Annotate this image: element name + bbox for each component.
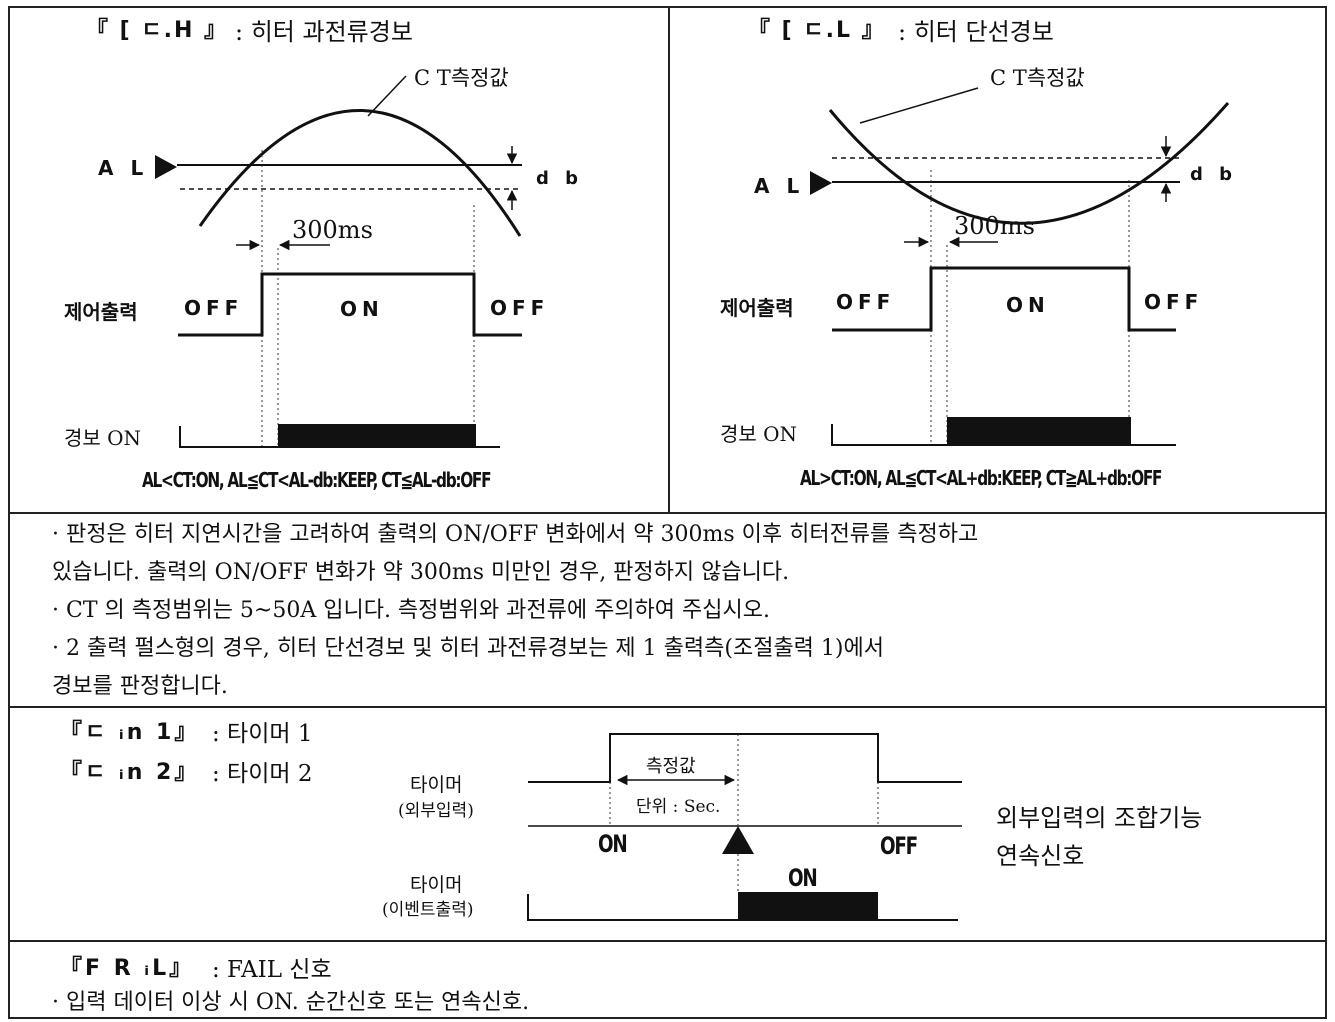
fail-code: 『F R ᵢL』 <box>60 956 195 981</box>
ct-l-diagram <box>810 87 1230 446</box>
fail-text: : FAIL 신호 <box>212 957 332 983</box>
ct-l-on-label: ON <box>1006 293 1050 317</box>
ct-l-off-right: OFF <box>1144 290 1204 314</box>
ct-l-curve-pointer <box>859 87 979 124</box>
timer-output-bar <box>738 892 878 920</box>
timer-setting-label: 측정값 <box>646 756 696 777</box>
timer-off-label: OFF <box>880 832 918 860</box>
ct-h-off-right: OFF <box>490 296 550 320</box>
ct-h-diagram <box>155 75 522 448</box>
note-line-2: 있습니다. 출력의 ON/OFF 변화가 약 300ms 미만인 경우, 판정하… <box>52 560 790 585</box>
ct-l-alarm-bar <box>947 417 1131 445</box>
timer-2-text: : 타이머 2 <box>212 761 313 787</box>
ct-h-title-code: 『 [ ㄷ.H 』 <box>86 18 229 43</box>
ct-l-output-waveform <box>832 266 1176 332</box>
timer-side-line-1: 외부입력의 조합기능 <box>996 804 1203 832</box>
note-line-3: · CT 의 측정범위는 5~50A 입니다. 측정범위와 과전류에 주의하여 … <box>52 598 770 623</box>
timer-trigger-arrow <box>722 826 754 854</box>
timer-on-label: ON <box>598 830 628 858</box>
timer-out-on-label: ON <box>788 864 818 892</box>
timer-1-code: 『ㄷ ᵢn 1』 <box>60 720 200 745</box>
timer-output-sub: (이벤트출력) <box>382 900 474 920</box>
ct-l-curve <box>828 102 1230 225</box>
ct-l-title-code: 『 [ ㄷ.L 』 <box>748 18 886 43</box>
ct-h-title-text: : 히터 과전류경보 <box>235 18 413 46</box>
timer-unit-label: 단위 : Sec. <box>636 797 721 817</box>
note-line-1: · 판정은 히터 지연시간을 고려하여 출력의 ON/OFF 변화에서 약 30… <box>52 522 979 547</box>
ct-l-al-label: A L <box>754 174 805 198</box>
ct-l-title-text: : 히터 단선경보 <box>898 18 1054 46</box>
divider-timer <box>8 706 1327 708</box>
ct-l-output-label: 제어출력 <box>720 296 794 320</box>
ct-h-formula: AL<CT:ON, AL≦CT<AL-db:KEEP, CT≦AL-db:OFF <box>142 468 492 492</box>
ct-h-output-waveform <box>178 272 522 337</box>
ct-l-formula: AL>CT:ON, AL≦CT<AL+db:KEEP, CT≧AL+db:OFF <box>800 466 1162 490</box>
timer-input-label: 타이머 <box>410 774 463 796</box>
timer-side-line-2: 연속신호 <box>996 842 1085 870</box>
timer-1-text: : 타이머 1 <box>212 721 313 747</box>
ct-l-alarm-label: 경보 ON <box>720 422 798 446</box>
fail-note: · 입력 데이터 이상 시 ON. 순간신호 또는 연속신호. <box>52 990 530 1015</box>
ct-h-output-label: 제어출력 <box>64 300 138 324</box>
ct-h-curve <box>198 109 522 237</box>
ct-h-al-marker <box>155 155 177 179</box>
ct-h-off-left: OFF <box>184 296 244 320</box>
ct-l-db-label: d b <box>1190 164 1238 185</box>
ct-l-delay-label: 300ms <box>954 212 1035 240</box>
timer-input-sub: (외부입력) <box>398 801 474 821</box>
ct-h-curve-label: C T측정값 <box>414 66 509 90</box>
ct-h-al-label: A L <box>98 156 149 180</box>
ct-h-delay-label: 300ms <box>292 216 373 244</box>
ct-l-al-marker <box>810 171 832 195</box>
ct-h-db-label: d b <box>536 168 584 189</box>
ct-h-on-label: ON <box>340 297 384 321</box>
ct-h-alarm-label: 경보 ON <box>64 426 142 450</box>
note-line-5: 경보를 판정합니다. <box>52 674 228 699</box>
ct-h-curve-pointer <box>367 75 407 117</box>
ct-h-alarm-bar <box>278 424 476 448</box>
timer-2-code: 『ㄷ ᵢn 2』 <box>60 760 200 785</box>
timer-output-label: 타이머 <box>410 874 463 896</box>
timer-input-waveform <box>528 733 962 783</box>
divider-notes <box>8 512 1327 514</box>
note-line-4: · 2 출력 펄스형의 경우, 히터 단선경보 및 히터 과전류경보는 제 1 … <box>52 636 884 661</box>
timer-diagram <box>527 733 962 921</box>
panel-divider-vertical <box>668 6 670 514</box>
divider-fail <box>8 940 1327 942</box>
ct-l-off-left: OFF <box>836 290 896 314</box>
ct-l-curve-label: C T측정값 <box>990 66 1085 90</box>
